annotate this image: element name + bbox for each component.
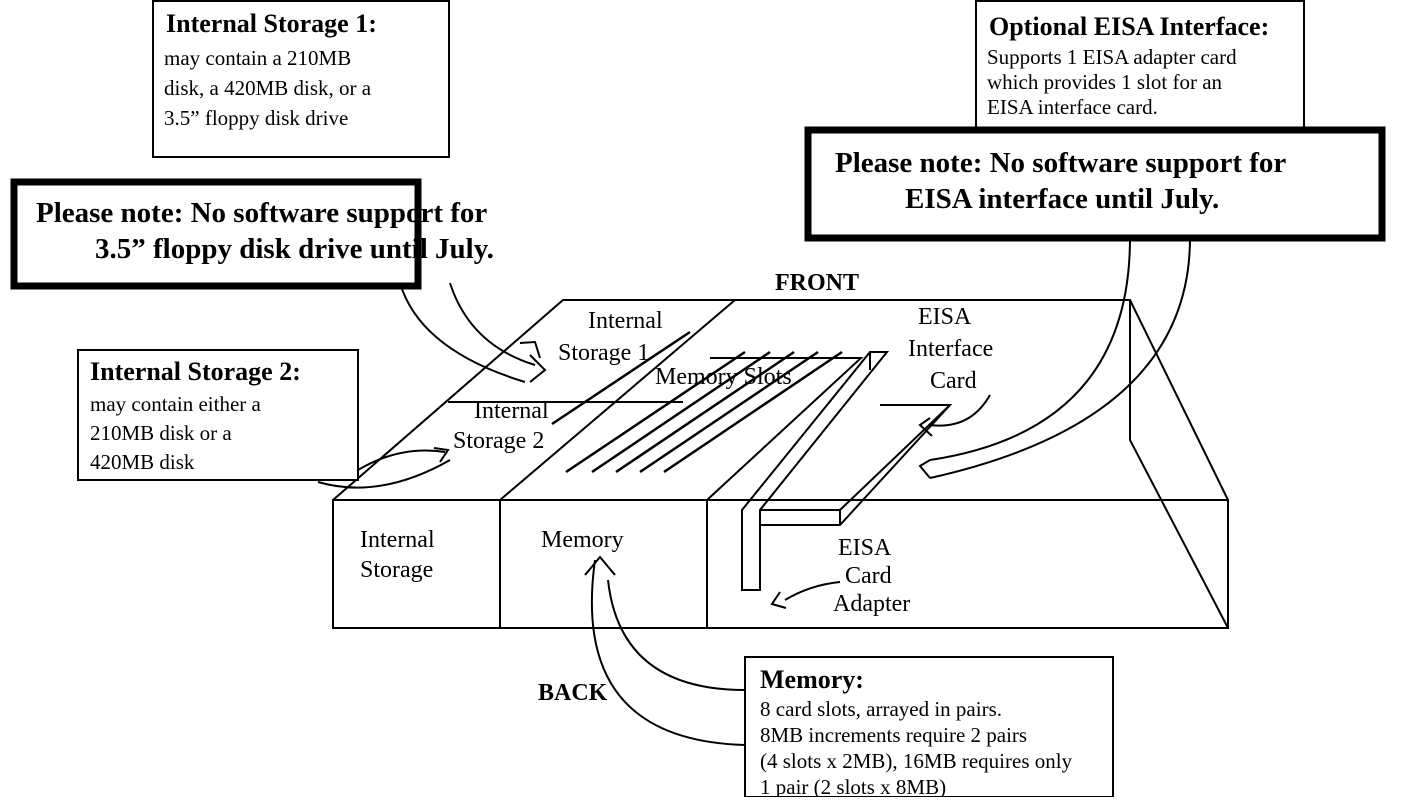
- callout-internal-storage-2: Internal Storage 2: may contain either a…: [77, 349, 359, 481]
- chassis-top-face: [332, 299, 1229, 501]
- label-eisa-interface-card: EISA Interface Card: [908, 304, 999, 394]
- memory-slot: [639, 350, 819, 474]
- arrow-eisa-interface-card: [929, 394, 991, 427]
- storage1-note-text: Please note: No software support for 3.5…: [36, 197, 494, 265]
- arrow-eisa-card-adapter: [784, 581, 841, 601]
- leader-lines: [317, 237, 1191, 746]
- callout-optional-eisa: Optional EISA Interface: Supports 1 EISA…: [975, 0, 1305, 130]
- callout-storage1-title: Internal Storage 1: [166, 9, 368, 38]
- memory-slot: [551, 330, 691, 426]
- top-divider-storage: [499, 299, 736, 501]
- callout-storage2-body: may contain either a 210MB disk or a 420…: [90, 392, 266, 474]
- callout-storage2-title: Internal Storage 2: [90, 357, 292, 386]
- memory-slots: [551, 330, 843, 474]
- callout-memory: Memory: 8 card slots, arrayed in pairs. …: [744, 656, 1114, 799]
- memory-slot: [615, 350, 795, 474]
- label-internal-storage-2: Internal Storage 2: [453, 398, 555, 454]
- arrow-memory: [607, 579, 746, 691]
- back-label: BACK: [538, 680, 608, 706]
- memory-slot: [591, 350, 771, 474]
- callout-memory-title: Memory:: [760, 665, 864, 694]
- arrow-storage1-note: [399, 282, 526, 383]
- callout-storage1-body: may contain a 210MB disk, a 420MB disk, …: [164, 46, 376, 130]
- label-internal-storage-front: Internal Storage: [360, 527, 441, 583]
- chassis-front-face: [332, 499, 1229, 629]
- memory-slot: [663, 350, 843, 474]
- front-label: FRONT: [775, 270, 859, 296]
- label-eisa-card-adapter: EISA Card Adapter: [833, 535, 910, 617]
- label-internal-storage-1: Internal Storage 1: [558, 308, 669, 366]
- arrow-eisa-note: [929, 237, 1191, 479]
- memory-slot: [565, 350, 746, 474]
- callout-internal-storage-1: Internal Storage 1: may contain a 210MB …: [152, 0, 450, 158]
- eisa-note-text: Please note: No software support for EIS…: [835, 147, 1293, 215]
- callout-storage1-note: Please note: No software support for 3.5…: [10, 178, 494, 290]
- callout-eisa-title: Optional EISA Interface:: [989, 12, 1269, 41]
- chassis-right-face: [1129, 300, 1229, 629]
- svg-text:Internal Storage 2:: Internal Storage 2:: [90, 357, 301, 386]
- callout-eisa-note: Please note: No software support for EIS…: [804, 126, 1386, 242]
- callout-memory-body: 8 card slots, arrayed in pairs. 8MB incr…: [760, 697, 1077, 797]
- arrow-storage2: [357, 449, 446, 471]
- label-memory-front: Memory: [541, 527, 624, 553]
- callout-eisa-body: Supports 1 EISA adapter card which provi…: [987, 45, 1242, 119]
- svg-text:Internal Storage 1:: Internal Storage 1:: [166, 9, 377, 38]
- chassis: [332, 299, 1229, 629]
- label-memory-slots: Memory Slots: [655, 364, 792, 390]
